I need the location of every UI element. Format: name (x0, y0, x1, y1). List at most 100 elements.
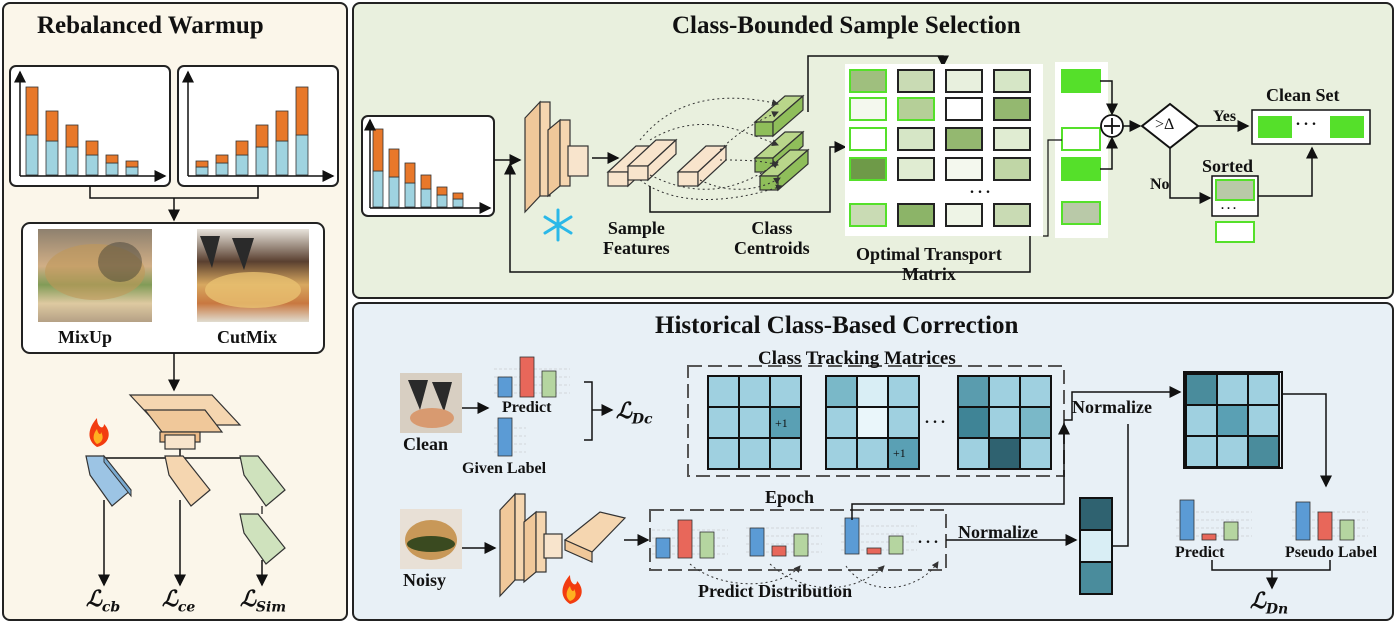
ot-cell (897, 69, 935, 93)
sorted-dots: . . . (1221, 198, 1236, 212)
matrix-cell (856, 406, 889, 439)
matrix-cell (957, 375, 990, 408)
predict-label: Predict (502, 399, 552, 416)
matrix-cell (887, 437, 920, 470)
bar (888, 535, 904, 555)
bar-segment (275, 140, 289, 176)
matrix-cell (1216, 435, 1249, 468)
matrix-cell (988, 437, 1021, 470)
ot-cell (993, 97, 1031, 121)
normalized-vector (1079, 497, 1113, 595)
normalize-label-top: Normalize (1072, 397, 1152, 417)
matrix-cell (1216, 373, 1249, 406)
matrix-cell (1247, 373, 1280, 406)
class-tracking-matrices (707, 375, 1052, 470)
matrix-cell (1247, 435, 1280, 468)
matrix-cell (1247, 404, 1280, 437)
matrix-cell (825, 437, 858, 470)
ot-cell (945, 127, 983, 151)
bar (655, 537, 671, 559)
bar-segment (85, 140, 99, 156)
bar-segment (235, 140, 249, 156)
matrix-cell (738, 437, 771, 470)
bar-segment (436, 194, 448, 208)
matrix-cell (738, 406, 771, 439)
bar-segment (195, 166, 209, 176)
matrix-cell (1019, 437, 1052, 470)
mixup-label: MixUp (58, 327, 112, 347)
bar-segment (255, 146, 269, 176)
matrix-cell (887, 375, 920, 408)
bar-segment (45, 140, 59, 176)
plus-one-a: +1 (775, 416, 788, 430)
bar-segment (25, 134, 39, 176)
bar-segment (295, 86, 309, 136)
normalized-cells (1185, 373, 1280, 468)
bar (1317, 511, 1333, 541)
matrix-cell (707, 375, 740, 408)
threshold-label: >Δ (1155, 116, 1175, 133)
matrix-cell (957, 437, 990, 470)
no-label: No (1150, 176, 1170, 193)
matrix-cell (988, 406, 1021, 439)
given-label-chart (494, 417, 526, 457)
bar-segment (45, 110, 59, 142)
bar-segment (105, 154, 119, 164)
plus-one-b: +1 (893, 446, 906, 460)
bar (1223, 521, 1239, 541)
ot-cell (897, 97, 935, 121)
frozen-encoder (524, 100, 589, 214)
ot-cell (849, 203, 887, 227)
ot-cell (993, 157, 1031, 181)
bar-segment (125, 160, 139, 168)
trainable-encoder (499, 492, 627, 598)
bar (771, 545, 787, 557)
matrix-cell (1185, 373, 1218, 406)
pseudo-label-label: Pseudo Label (1285, 544, 1378, 561)
bar-segment (404, 162, 416, 184)
class-tracking-label: Class Tracking Matrices (758, 348, 956, 369)
bar-segment (85, 154, 99, 176)
backbone-network (128, 394, 242, 450)
given-label-label: Given Label (462, 460, 547, 477)
bar-segment (255, 124, 269, 148)
ot-cell (897, 127, 935, 151)
bar (677, 519, 693, 559)
loss-sim: ℒSim (240, 586, 287, 616)
ot-cell (849, 127, 887, 151)
bar-segment (452, 198, 464, 208)
ot-cell (993, 203, 1031, 227)
normalize-label-bottom: Normalize (958, 522, 1038, 542)
matrix-cell (769, 406, 802, 439)
ot-cell (993, 127, 1031, 151)
bar-segment (372, 170, 384, 208)
sample-features-label: Sample Features (603, 218, 670, 258)
loss-dc: ℒDc (616, 398, 653, 428)
epoch-dots: . . . (918, 530, 938, 547)
ot-cells (849, 69, 1031, 227)
matrix-cell (856, 375, 889, 408)
matrix-cell (957, 406, 990, 439)
bar (541, 370, 557, 398)
head-cb (85, 454, 132, 507)
matrix-cell (707, 437, 740, 470)
matrix-cell (887, 406, 920, 439)
matrix-cell (707, 406, 740, 439)
bar (1295, 501, 1311, 541)
predict-distribution-label: Predict Distribution (698, 581, 853, 601)
ot-matrix-label: Optimal Transport Matrix (856, 244, 1002, 284)
matrix-cell (1185, 435, 1218, 468)
bar (1201, 533, 1217, 541)
bar (793, 533, 809, 557)
ot-cell (849, 69, 887, 93)
warmup-title: Rebalanced Warmup (37, 12, 264, 39)
cutmix-label: CutMix (217, 327, 277, 347)
clean-set-dots: . . . (1296, 112, 1316, 129)
ot-cell (945, 69, 983, 93)
rebalanced-bars (195, 86, 309, 176)
bar-segment (65, 124, 79, 148)
ot-cell (897, 157, 935, 181)
selection-title: Class-Bounded Sample Selection (672, 12, 1021, 39)
matrix-cell (1019, 406, 1052, 439)
loss-cb: ℒcb (86, 586, 121, 616)
